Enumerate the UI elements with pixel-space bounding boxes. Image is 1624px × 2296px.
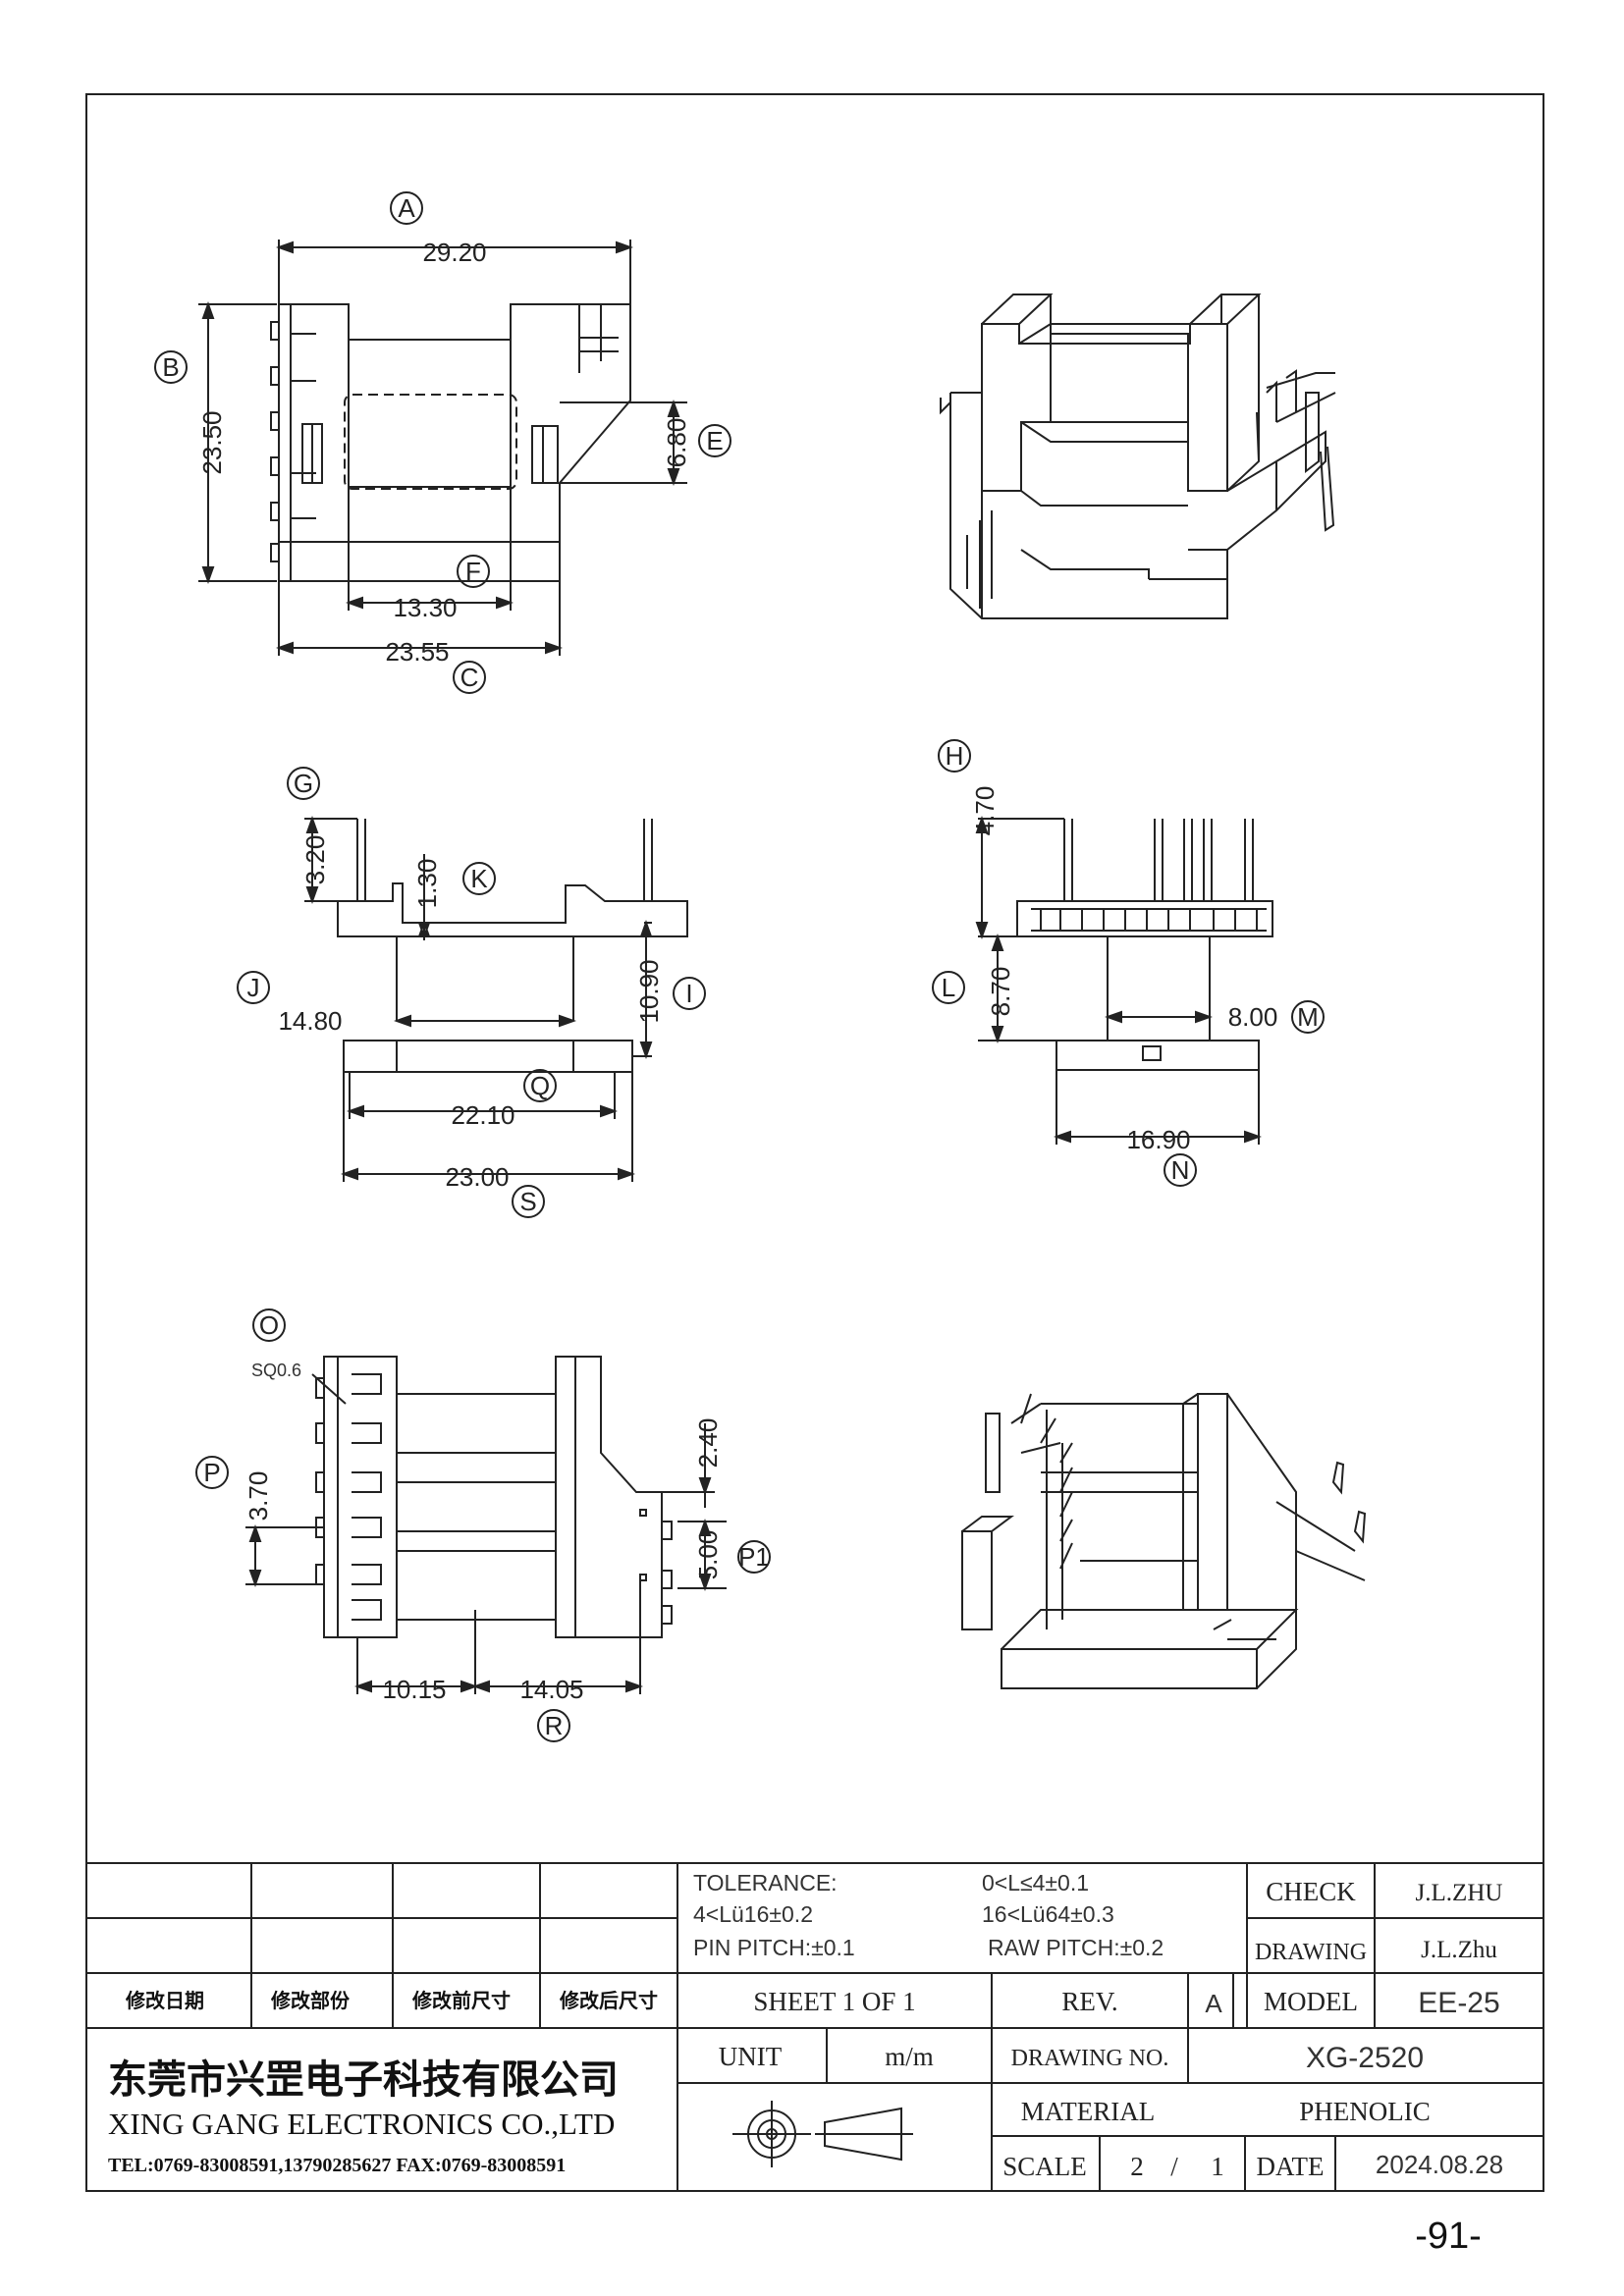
- dim-top: 2.40: [693, 1418, 723, 1468]
- drawing-value: J.L.Zhu: [1421, 1937, 1497, 1963]
- label-b: B: [162, 352, 179, 382]
- tolerance-2: 4<Lü16±0.2: [693, 1901, 813, 1927]
- dim-p1: 5.00: [693, 1530, 723, 1580]
- drawing-no-value: XG-2520: [1306, 2042, 1424, 2074]
- rev-label: REV.: [1061, 1987, 1117, 2016]
- label-p1: P1: [738, 1542, 770, 1572]
- dim-a: 29.20: [422, 238, 486, 267]
- model-value: EE-25: [1418, 1987, 1499, 2019]
- sheet-info: SHEET 1 OF 1: [753, 1987, 915, 2016]
- label-p: P: [203, 1458, 220, 1487]
- dim-k: 1.30: [412, 859, 442, 909]
- dim-r2: 14.05: [519, 1675, 583, 1704]
- tolerance-label: TOLERANCE:: [693, 1870, 838, 1896]
- unit-label: UNIT: [719, 2042, 783, 2071]
- dim-c: 23.55: [385, 637, 449, 667]
- dim-q: 22.10: [451, 1100, 514, 1130]
- label-m: M: [1297, 1002, 1319, 1032]
- isometric-view-top: [940, 294, 1336, 619]
- label-k: K: [470, 864, 488, 893]
- dim-b: 23.50: [197, 410, 227, 474]
- material-value: PHENOLIC: [1299, 2097, 1431, 2126]
- dim-j: 14.80: [278, 1006, 342, 1036]
- label-g: G: [294, 769, 313, 798]
- date-label: DATE: [1257, 2152, 1325, 2181]
- rev-header-date: 修改日期: [125, 1989, 204, 2012]
- rev-header-part: 修改部份: [270, 1989, 351, 2012]
- isometric-view-bottom: [961, 1393, 1367, 1689]
- material-label: MATERIAL: [1021, 2097, 1156, 2126]
- date-value: 2024.08.28: [1376, 2150, 1503, 2179]
- scale-label: SCALE: [1002, 2152, 1087, 2181]
- drawing-no-label: DRAWING NO.: [1011, 2046, 1169, 2071]
- dim-s: 23.00: [445, 1162, 509, 1192]
- dim-i: 10.90: [634, 959, 664, 1023]
- page-number: -91-: [1415, 2216, 1482, 2257]
- label-c: C: [460, 663, 479, 692]
- pin-pitch: PIN PITCH:±0.1: [693, 1935, 855, 1960]
- top-view: A 29.20 B 23.50 6.80 E: [154, 191, 731, 694]
- rev-header-after: 修改后尺寸: [559, 1989, 658, 2012]
- drawing-label: DRAWING: [1255, 1940, 1367, 1965]
- rev-value: A: [1205, 1989, 1222, 2018]
- dim-h: 4.70: [970, 786, 1000, 836]
- raw-pitch: RAW PITCH:±0.2: [988, 1935, 1164, 1960]
- scale-denominator: 1: [1211, 2152, 1224, 2181]
- dim-g: 3.20: [300, 835, 330, 885]
- title-block: 修改日期 修改部份 修改前尺寸 修改后尺寸 TOLERANCE: 0<L≤4±0…: [86, 1862, 1543, 2191]
- label-a: A: [398, 193, 415, 223]
- company-name-en: XING GANG ELECTRONICS CO.,LTD: [108, 2107, 615, 2141]
- check-label: CHECK: [1266, 1877, 1356, 1906]
- scale-separator: /: [1170, 2152, 1178, 2181]
- sheet-border: [85, 93, 1544, 2192]
- projection-symbol: [732, 2101, 913, 2167]
- company-contact: TEL:0769-83008591,13790285627 FAX:0769-8…: [108, 2155, 566, 2176]
- dim-m: 8.00: [1228, 1002, 1278, 1032]
- label-r: R: [545, 1711, 564, 1740]
- scale-numerator: 2: [1130, 2152, 1144, 2181]
- label-l: L: [942, 973, 955, 1002]
- check-value: J.L.ZHU: [1416, 1880, 1503, 1906]
- dim-sq: SQ0.6: [251, 1361, 301, 1380]
- label-q: Q: [530, 1071, 550, 1100]
- side-view: H 4.70 L 8.70 8.00 M 16.90 N: [932, 739, 1325, 1187]
- dim-p: 3.70: [244, 1471, 273, 1522]
- model-label: MODEL: [1264, 1987, 1358, 2016]
- dim-e: 6.80: [662, 418, 691, 468]
- dim-l: 8.70: [986, 967, 1015, 1017]
- unit-value: m/m: [885, 2042, 934, 2071]
- label-h: H: [946, 741, 964, 771]
- dim-n: 16.90: [1126, 1125, 1190, 1154]
- label-s: S: [519, 1187, 536, 1216]
- tolerance-1: 0<L≤4±0.1: [982, 1870, 1089, 1896]
- bottom-view: O SQ0.6 2.40 5.00 P1 P 3.70: [195, 1308, 771, 1742]
- front-view: G 3.20 1.30 K 10.90 I J 14.80: [237, 767, 706, 1218]
- label-f: F: [465, 557, 481, 586]
- label-e: E: [706, 426, 723, 455]
- tolerance-3: 16<Lü64±0.3: [982, 1901, 1114, 1927]
- label-n: N: [1171, 1155, 1190, 1185]
- label-i: I: [685, 979, 692, 1008]
- rev-header-before: 修改前尺寸: [411, 1989, 511, 2012]
- company-name-cn: 东莞市兴罡电子科技有限公司: [108, 2057, 619, 2103]
- label-o: O: [259, 1310, 279, 1340]
- dim-f: 13.30: [393, 593, 457, 622]
- label-j: J: [247, 973, 260, 1002]
- dim-r1: 10.15: [382, 1675, 446, 1704]
